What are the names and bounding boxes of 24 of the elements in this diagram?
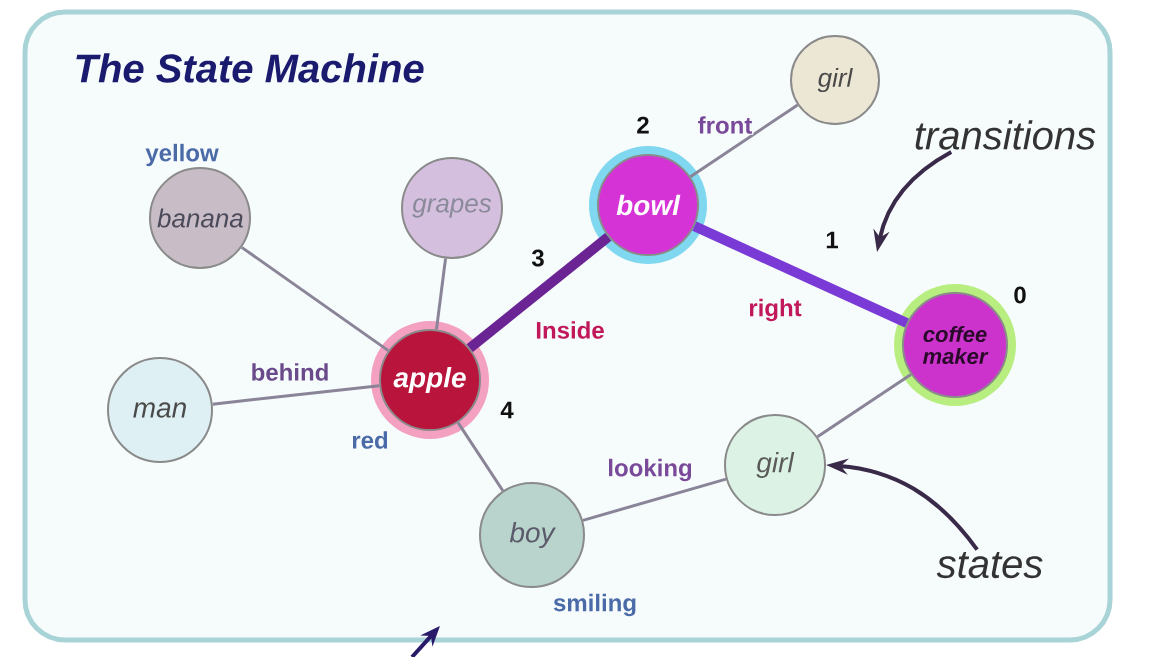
annotation-text: transitions — [915, 120, 1096, 150]
edge-label: front — [696, 115, 754, 135]
step-number: 1 — [826, 231, 838, 249]
annotation-text: states — [936, 551, 1043, 579]
transition-line — [240, 246, 390, 352]
transition-line — [435, 258, 448, 330]
title: The State Machine — [76, 53, 424, 83]
transition-line — [816, 373, 912, 438]
edge-label: Inside — [534, 320, 606, 340]
transition-line — [689, 103, 799, 178]
edge-label: right — [747, 297, 803, 323]
transition-line — [212, 384, 380, 406]
step-number: 2 — [637, 116, 649, 134]
edge-label: behind — [249, 362, 331, 382]
attribute-label: smiling — [553, 593, 636, 617]
transition-line — [582, 477, 727, 522]
edge-label: looking — [606, 457, 694, 483]
transition-line — [692, 221, 909, 328]
step-number: 3 — [531, 249, 544, 267]
transition-line — [456, 421, 505, 492]
transition-line — [466, 233, 612, 352]
attribute-label: yellow — [145, 143, 219, 167]
step-number: 4 — [500, 401, 514, 419]
step-number: 0 — [1014, 286, 1026, 304]
